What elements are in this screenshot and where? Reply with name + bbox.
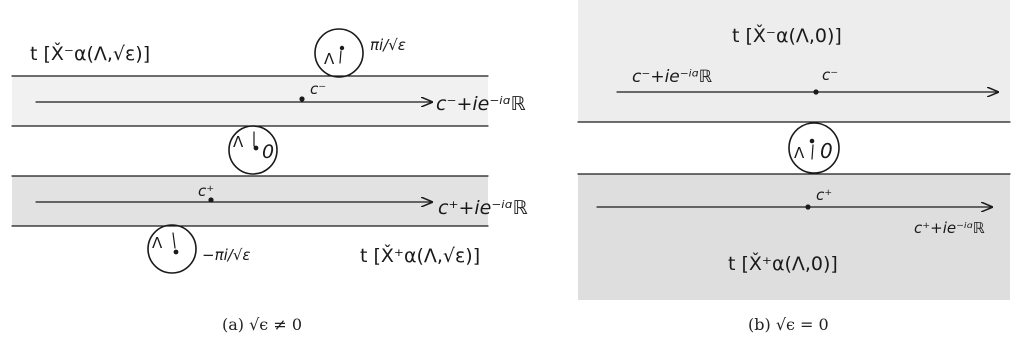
panel-b-circle-mid-lambda: Λ xyxy=(794,144,805,162)
panel-b-caption: (b) √ϵ = 0 xyxy=(748,315,829,334)
panel-a-point-c-minus-label: c⁻ xyxy=(310,80,326,98)
panel-a-line-bottom-label: c⁺+ie⁻ⁱᵅℝ xyxy=(438,197,528,219)
panel-b-point-c-plus-label: c⁺ xyxy=(816,186,832,204)
panel-a-circle-top: Λ πi/√ε xyxy=(314,28,406,78)
panel-b-region-bottom xyxy=(578,174,1010,300)
panel-b-region-top xyxy=(578,0,1010,122)
panel-a-circle-mid-lambda: Λ xyxy=(233,133,244,151)
panel-b-point-c-plus xyxy=(805,204,811,210)
panel-a-line-top-label: c⁻+ie⁻ⁱᵅℝ xyxy=(436,93,526,115)
panel-a-label-top: t [X̌⁻α(Λ,√ε)] xyxy=(30,43,150,65)
panel-a-circle-bottom: Λ −πi/√ε xyxy=(147,224,251,274)
panel-a-circle-top-lambda: Λ xyxy=(324,50,335,68)
panel-a-circle-bottom-lambda: Λ xyxy=(152,234,163,252)
panel-b-circle-mid-label: 0 xyxy=(820,139,833,163)
panel-a-band-bottom xyxy=(12,176,488,226)
panel-a-circle-mid: Λ 0 xyxy=(228,125,278,175)
panel-b-label-top: t [X̌⁻α(Λ,0)] xyxy=(732,25,842,47)
panel-a-circle-bottom-label: −πi/√ε xyxy=(202,246,251,264)
panel-b-point-c-minus xyxy=(813,89,819,95)
panel-a-point-c-minus xyxy=(299,96,305,102)
panel-b-point-c-minus-label: c⁻ xyxy=(822,66,838,84)
panel-a-point-c-plus xyxy=(208,197,214,203)
panel-a-label-bottom: t [X̌⁺α(Λ,√ε)] xyxy=(360,245,480,267)
panel-a-circle-top-label: πi/√ε xyxy=(370,36,406,54)
panel-b-line-bottom-label: c⁺+ie⁻ⁱᵅℝ xyxy=(914,219,985,237)
panel-a-band-top xyxy=(12,76,488,126)
panel-b-label-bottom: t [X̌⁺α(Λ,0)] xyxy=(728,253,838,275)
panel-b-circle-mid: Λ 0 xyxy=(788,122,840,174)
panel-a: t [X̌⁻α(Λ,√ε)] c⁻ c⁻+ie⁻ⁱᵅℝ c⁺ c⁺+ie⁻ⁱᵅℝ… xyxy=(11,28,528,334)
panel-a-circle-mid-label: 0 xyxy=(262,141,274,163)
panel-a-caption: (a) √ϵ ≠ 0 xyxy=(222,315,302,334)
panel-a-point-c-plus-label: c⁺ xyxy=(198,182,214,200)
panel-b-line-top-label: c⁻+ie⁻ⁱᵅℝ xyxy=(632,67,713,87)
panel-b: t [X̌⁻α(Λ,0)] c⁻ c⁻+ie⁻ⁱᵅℝ Λ 0 c⁺ c⁺+ie⁻… xyxy=(577,0,1011,334)
